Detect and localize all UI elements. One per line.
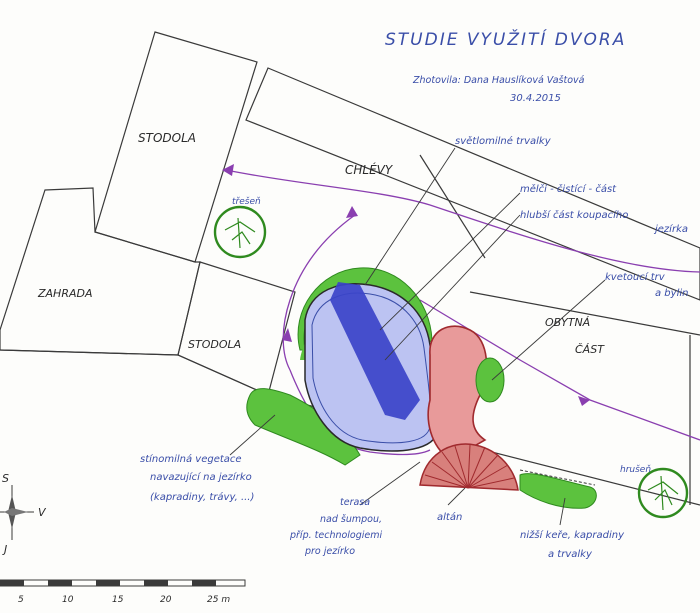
label-chlevy: CHLÉVY (345, 162, 394, 177)
arrow-head-mid (282, 328, 292, 342)
author-credit: Zhotovila: Dana Hauslíková Vaštová (412, 75, 585, 86)
scale-label-5: 5 (18, 595, 24, 605)
scale-label-15: 15 (112, 595, 124, 605)
label-obytna: OBYTNÁ (545, 316, 590, 329)
chlevy-outline (245, 67, 700, 301)
compass-south: J (2, 543, 7, 556)
obytna-outline (469, 291, 700, 336)
note-nizsi-2: a trvalky (548, 549, 593, 560)
scale-bar (0, 579, 246, 587)
study-date: 30.4.2015 (510, 93, 561, 104)
note-altan: altán (437, 511, 462, 523)
low-shrubs-bed (519, 473, 597, 509)
arrow-head-right (578, 396, 590, 406)
stodola-top-outline (94, 31, 258, 263)
study-title: STUDIE VYUŽITÍ DVORA (385, 28, 626, 50)
path-arrows (222, 164, 590, 406)
label-stodola-mid: STODOLA (188, 338, 241, 351)
label-cast: ČÁST (575, 343, 605, 356)
scale-label-25m: 25 m (207, 595, 230, 605)
leader-lines (229, 147, 606, 526)
arrow-head-left (222, 164, 234, 176)
deep-swimming-zone (330, 282, 420, 420)
label-stodola-top: STODOLA (138, 131, 196, 145)
gazebo (419, 443, 519, 491)
compass-north: S (2, 472, 9, 485)
arrow-head-up (346, 206, 358, 218)
note-hlubsi-2: jezírka (653, 223, 688, 235)
compass-rose (0, 485, 34, 540)
note-terasa-3: příp. technologiemi (289, 530, 383, 541)
scale-label-20: 20 (160, 595, 172, 605)
label-zahrada: ZAHRADA (37, 287, 93, 300)
note-terasa-1: terasa (340, 497, 370, 508)
note-nizsi-1: nižší keře, kapradiny (520, 529, 625, 541)
terrace (427, 325, 488, 461)
stodola-mid-outline (177, 261, 296, 396)
note-stinomilna-2: navazující na jezírko (150, 471, 252, 483)
cherry-tree (213, 205, 267, 259)
note-stinomilna-3: (kapradiny, trávy, ...) (150, 491, 254, 503)
note-melci-cast: mělčí - čistící - část (520, 183, 617, 195)
shade-vegetation-bed (246, 388, 361, 466)
shrub-small (475, 357, 505, 403)
note-kvetouci-1: kvetoucí trv (605, 271, 666, 283)
note-hlubsi-1: hlubší část koupacího (520, 209, 628, 221)
label-tresen: třešeň (232, 196, 261, 207)
label-hrusen: hrušeň (620, 464, 651, 475)
pear-tree (637, 467, 689, 519)
note-terasa-4: pro jezírko (304, 546, 355, 557)
note-kvetouci-2: a bylin (655, 288, 688, 299)
scale-label-10: 10 (62, 595, 74, 605)
note-svetlomilne: světlomilné trvalky (455, 135, 552, 147)
zahrada-outline (0, 187, 201, 356)
compass-east: V (38, 506, 47, 519)
note-terasa-2: nad šumpou, (320, 514, 382, 525)
note-stinomilna-1: stínomilná vegetace (140, 453, 242, 465)
